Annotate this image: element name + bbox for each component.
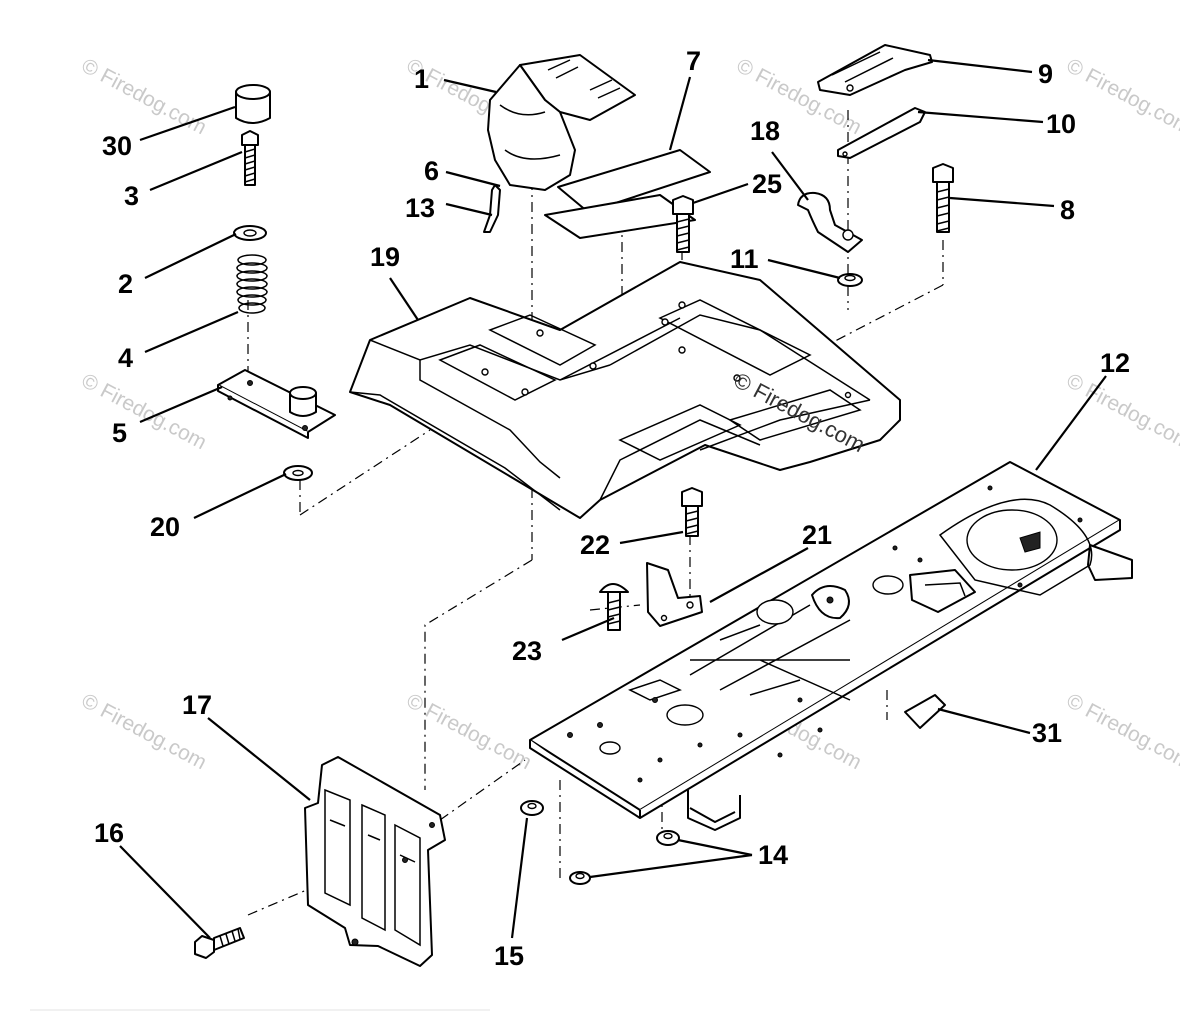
watermark: © Firedog.com (78, 369, 211, 454)
part-23-bolt (599, 583, 629, 631)
watermark: © Firedog.com (78, 54, 211, 139)
part-16-bolt (194, 927, 245, 959)
part-14-nuts (569, 830, 680, 885)
label-part-6: 6 (424, 156, 439, 186)
part-21-bracket (646, 562, 703, 627)
label-part-19: 19 (370, 242, 400, 272)
part-22-bolt (681, 487, 703, 537)
label-part-20: 20 (150, 512, 180, 542)
label-part-2: 2 (118, 269, 133, 299)
watermark: © Firedog.com (1063, 689, 1180, 774)
part-15-nut (520, 800, 544, 816)
label-part-23: 23 (512, 636, 542, 666)
part-25-bolt (672, 195, 694, 253)
label-part-15: 15 (494, 941, 524, 971)
label-part-22: 22 (580, 530, 610, 560)
label-part-14: 14 (758, 840, 788, 870)
label-part-10: 10 (1046, 109, 1076, 139)
leader-lines (119, 58, 1107, 939)
label-part-3: 3 (124, 181, 139, 211)
part-18-clamp (797, 191, 863, 253)
part-10-strip (837, 107, 926, 159)
part-5-plate (217, 369, 336, 439)
part-6-13-pin (483, 184, 501, 233)
label-part-4: 4 (118, 343, 133, 373)
label-part-8: 8 (1060, 195, 1075, 225)
label-part-9: 9 (1038, 59, 1053, 89)
label-part-30: 30 (102, 131, 132, 161)
label-part-13: 13 (405, 193, 435, 223)
label-part-21: 21 (802, 520, 832, 550)
label-part-18: 18 (750, 116, 780, 146)
part-8-bolt (932, 163, 954, 233)
part-11-nut (837, 273, 863, 287)
label-part-11: 11 (730, 244, 759, 274)
part-3-bolt (241, 130, 259, 186)
part-labels: 1 30 3 2 4 5 20 6 13 7 19 25 18 11 9 10 … (94, 46, 1130, 971)
label-part-31: 31 (1032, 718, 1062, 748)
part-7-decal (544, 149, 711, 239)
part-19-panel (349, 261, 901, 519)
watermark: © Firedog.com (1063, 54, 1180, 139)
part-12-frame (529, 461, 1133, 831)
part-17-plate (304, 756, 446, 967)
watermark: © Firedog.com (403, 689, 536, 774)
label-part-1: 1 (414, 64, 429, 94)
label-part-5: 5 (112, 418, 127, 448)
part-4-spring (236, 254, 268, 314)
part-20-washer (283, 465, 313, 481)
part-30-cap (235, 84, 271, 124)
label-part-17: 17 (182, 690, 212, 720)
label-part-25: 25 (752, 169, 782, 199)
label-part-16: 16 (94, 818, 124, 848)
part-2-washer (233, 225, 267, 241)
part-1-seat (487, 54, 636, 191)
part-31-bracket (904, 694, 946, 729)
label-part-12: 12 (1100, 348, 1130, 378)
part-9-shield (817, 44, 933, 96)
label-part-7: 7 (686, 46, 701, 76)
